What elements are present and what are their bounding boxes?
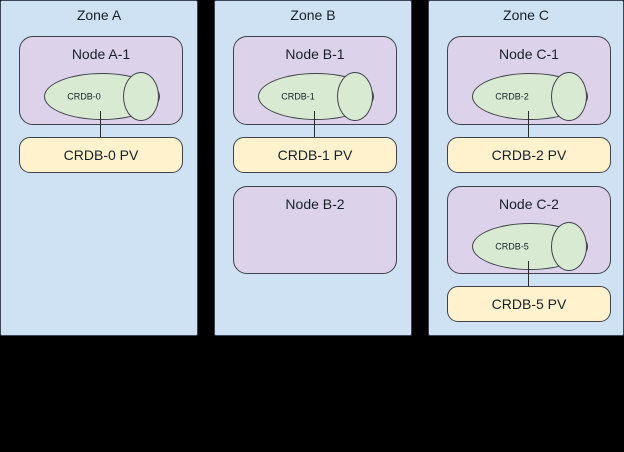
connector-node-b-1-to-crdb-1-pv: [314, 111, 315, 137]
volume-box-crdb-2-pv[interactable]: CRDB-2 PV: [447, 137, 611, 173]
volume-label-crdb-0-pv: CRDB-0 PV: [63, 147, 139, 163]
cylinder-end-cap: [551, 72, 587, 121]
volume-label-crdb-1-pv: CRDB-1 PV: [277, 147, 353, 163]
zone-title-a: Zone A: [76, 7, 122, 23]
cylinder-end-cap: [551, 222, 587, 271]
volume-box-crdb-5-pv[interactable]: CRDB-5 PV: [447, 286, 611, 322]
cylinder-end-cap: [337, 72, 373, 121]
node-title-b-2: Node B-2: [285, 196, 345, 212]
cylinder-end-cap: [123, 72, 159, 121]
volume-box-crdb-1-pv[interactable]: CRDB-1 PV: [233, 137, 397, 173]
node-box-c-2[interactable]: Node C-2 CRDB-5: [447, 186, 611, 274]
connector-node-c-2-to-crdb-5-pv: [528, 261, 529, 287]
database-label-crdb-2: CRDB-2: [495, 91, 529, 101]
database-cylinder-crdb-2[interactable]: CRDB-2: [472, 72, 588, 121]
node-title-a-1: Node A-1: [71, 46, 131, 62]
database-cylinder-crdb-0[interactable]: CRDB-0: [44, 72, 160, 121]
zone-title-b: Zone B: [290, 7, 336, 23]
zone-title-c: Zone C: [503, 7, 549, 23]
node-title-c-1: Node C-1: [499, 46, 559, 62]
node-box-b-1[interactable]: Node B-1 CRDB-1: [233, 36, 397, 125]
connector-node-a-1-to-crdb-0-pv: [100, 111, 101, 137]
database-label-crdb-5: CRDB-5: [495, 241, 529, 251]
node-title-c-2: Node C-2: [499, 196, 559, 212]
volume-label-crdb-2-pv: CRDB-2 PV: [491, 147, 567, 163]
volume-label-crdb-5-pv: CRDB-5 PV: [491, 296, 567, 312]
node-box-b-2[interactable]: Node B-2: [233, 186, 397, 274]
zone-panel-c[interactable]: Zone C Node C-1 CRDB-2 CRDB-2 PV Node C-…: [428, 0, 624, 336]
database-label-crdb-1: CRDB-1: [281, 91, 315, 101]
database-label-crdb-0: CRDB-0: [67, 91, 101, 101]
database-cylinder-crdb-1[interactable]: CRDB-1: [258, 72, 374, 121]
zone-panel-a[interactable]: Zone A Node A-1 CRDB-0 CRDB-0 PV: [0, 0, 198, 336]
database-cylinder-crdb-5[interactable]: CRDB-5: [472, 222, 588, 271]
node-box-a-1[interactable]: Node A-1 CRDB-0: [19, 36, 183, 125]
node-title-b-1: Node B-1: [285, 46, 345, 62]
node-box-c-1[interactable]: Node C-1 CRDB-2: [447, 36, 611, 125]
connector-node-c-1-to-crdb-2-pv: [528, 111, 529, 137]
volume-box-crdb-0-pv[interactable]: CRDB-0 PV: [19, 137, 183, 173]
zone-panel-b[interactable]: Zone B Node B-1 CRDB-1 CRDB-1 PV Node B-…: [214, 0, 412, 336]
